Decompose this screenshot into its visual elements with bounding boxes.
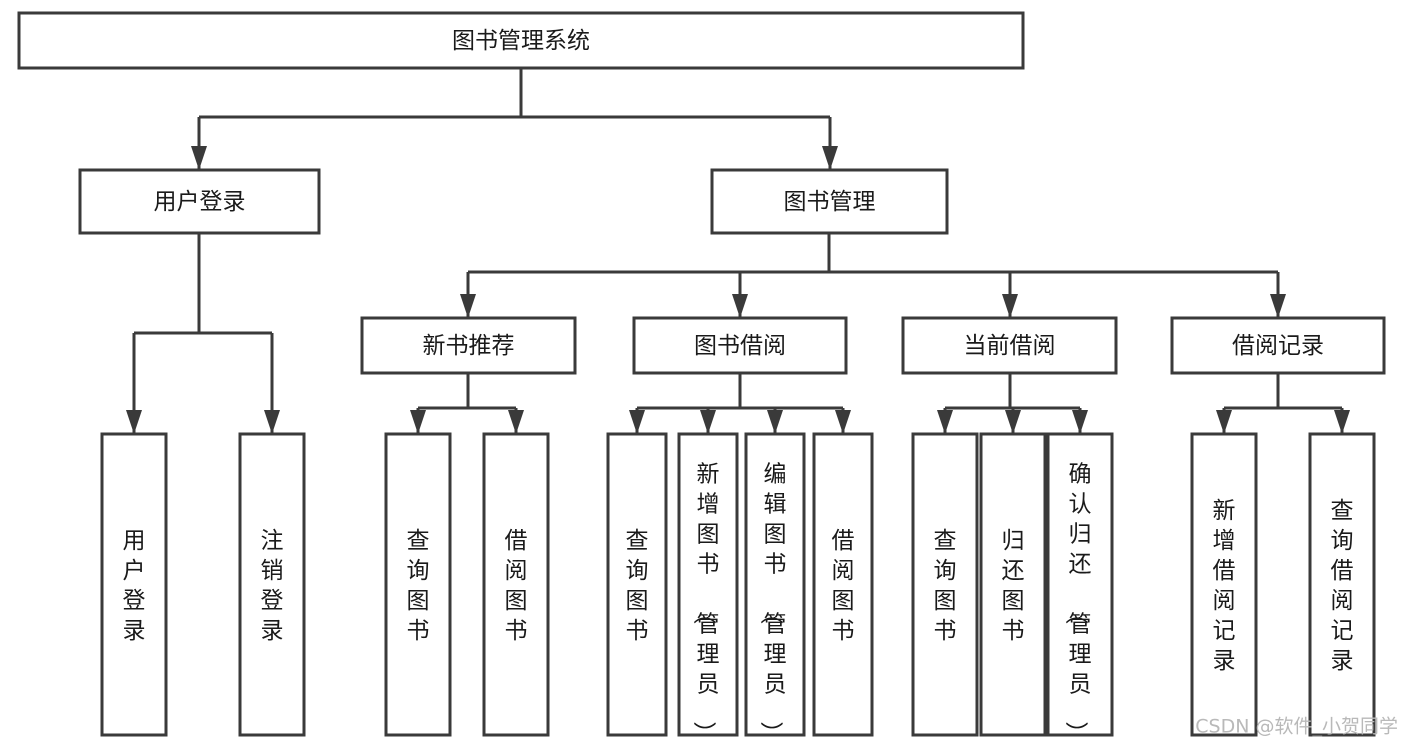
node-box-current-borrow[interactable] <box>901 316 1118 375</box>
node-label-leaf-query-book-1: 查询图书 <box>407 528 430 644</box>
node-leaf-borrow-book-1[interactable]: 借阅图书 <box>482 432 550 737</box>
connector-book-borrow-to-leaves <box>629 373 851 434</box>
node-leaf-edit-book[interactable]: 编辑图书（管理员） <box>744 432 806 744</box>
connector-current-borrow-to-leaves <box>937 373 1088 434</box>
node-label-leaf-borrow-book-1: 借阅图书 <box>505 528 528 644</box>
connector-arrow-icon <box>822 146 838 170</box>
connector-arrow-icon <box>1270 294 1286 318</box>
connector-user-login-to-leaves <box>126 233 280 434</box>
node-box-leaf-borrow-book-1[interactable] <box>482 432 550 737</box>
node-box-leaf-add-book[interactable] <box>677 432 739 737</box>
connector-new-book-to-leaves <box>410 373 524 434</box>
node-leaf-user-login[interactable]: 用户登录 <box>100 432 168 737</box>
node-leaf-return-book[interactable]: 归还图书 <box>979 432 1047 737</box>
connector-arrow-icon <box>460 294 476 318</box>
node-leaf-confirm-return[interactable]: 确认归还（管理员） <box>1046 432 1114 744</box>
connector-arrow-icon <box>732 294 748 318</box>
node-box-leaf-return-book[interactable] <box>979 432 1047 737</box>
connector-arrow-icon <box>508 410 524 434</box>
node-leaf-borrow-book-2[interactable]: 借阅图书 <box>812 432 874 737</box>
node-label-borrow-record: 借阅记录 <box>1232 333 1324 359</box>
connector-arrow-icon <box>1005 410 1021 434</box>
node-leaf-logout[interactable]: 注销登录 <box>238 432 306 737</box>
node-box-leaf-logout[interactable] <box>238 432 306 737</box>
node-label-current-borrow: 当前借阅 <box>964 333 1056 359</box>
node-label-new-book-recommend: 新书推荐 <box>423 333 515 359</box>
node-label-book-borrow: 图书借阅 <box>694 333 786 359</box>
node-box-book-borrow[interactable] <box>632 316 848 375</box>
connector-root-to-level1 <box>191 68 838 170</box>
node-leaf-query-book-1[interactable]: 查询图书 <box>384 432 452 737</box>
connector-arrow-icon <box>700 410 716 434</box>
node-borrow-record[interactable]: 借阅记录 <box>1170 316 1386 375</box>
connector-arrow-icon <box>767 410 783 434</box>
node-label-leaf-edit-book: 编辑图书（管理员） <box>758 461 787 744</box>
node-label-leaf-confirm-return: 确认归还（管理员） <box>1063 461 1092 744</box>
node-leaf-add-record[interactable]: 新增借阅记录 <box>1190 432 1258 737</box>
node-box-leaf-edit-book[interactable] <box>744 432 806 737</box>
connector-borrow-record-to-leaves <box>1216 373 1350 434</box>
node-label-leaf-add-book: 新增图书（管理员） <box>691 461 720 744</box>
connector-arrow-icon <box>191 146 207 170</box>
connector-arrow-icon <box>629 410 645 434</box>
node-label-leaf-logout: 注销登录 <box>261 528 284 644</box>
node-label-leaf-return-book: 归还图书 <box>1002 528 1025 644</box>
node-box-leaf-query-book-1[interactable] <box>384 432 452 737</box>
node-current-borrow[interactable]: 当前借阅 <box>901 316 1118 375</box>
node-label-leaf-query-record: 查询借阅记录 <box>1331 498 1354 674</box>
connector-arrow-icon <box>1002 294 1018 318</box>
connector-arrow-icon <box>1072 410 1088 434</box>
node-root[interactable]: 图书管理系统 <box>17 11 1025 70</box>
node-label-root: 图书管理系统 <box>452 28 590 54</box>
node-new-book-recommend[interactable]: 新书推荐 <box>360 316 577 375</box>
node-box-leaf-query-book-3[interactable] <box>911 432 979 737</box>
csdn-watermark: CSDN @软件_小贺同学 <box>1195 716 1398 738</box>
connectors-layer <box>126 68 1350 434</box>
node-box-leaf-user-login[interactable] <box>100 432 168 737</box>
connector-arrow-icon <box>835 410 851 434</box>
node-label-book-manage: 图书管理 <box>784 189 876 215</box>
node-box-leaf-borrow-book-2[interactable] <box>812 432 874 737</box>
node-label-leaf-query-book-2: 查询图书 <box>626 528 649 644</box>
node-label-leaf-borrow-book-2: 借阅图书 <box>832 528 855 644</box>
connector-book-manage-to-level2 <box>460 233 1286 318</box>
node-box-leaf-query-record[interactable] <box>1308 432 1376 737</box>
connector-arrow-icon <box>264 410 280 434</box>
connector-arrow-icon <box>126 410 142 434</box>
node-box-borrow-record[interactable] <box>1170 316 1386 375</box>
connector-arrow-icon <box>410 410 426 434</box>
connector-arrow-icon <box>937 410 953 434</box>
node-leaf-add-book[interactable]: 新增图书（管理员） <box>677 432 739 744</box>
nodes-layer: 图书管理系统用户登录图书管理新书推荐图书借阅当前借阅借阅记录用户登录注销登录查询… <box>17 11 1386 744</box>
node-label-user-login: 用户登录 <box>154 189 246 215</box>
node-box-root[interactable] <box>17 11 1025 70</box>
node-user-login[interactable]: 用户登录 <box>78 168 321 235</box>
node-box-leaf-query-book-2[interactable] <box>606 432 668 737</box>
connector-arrow-icon <box>1216 410 1232 434</box>
node-box-book-manage[interactable] <box>710 168 949 235</box>
node-box-user-login[interactable] <box>78 168 321 235</box>
node-label-leaf-user-login: 用户登录 <box>123 528 146 644</box>
connector-arrow-icon <box>1334 410 1350 434</box>
node-box-leaf-add-record[interactable] <box>1190 432 1258 737</box>
node-leaf-query-record[interactable]: 查询借阅记录 <box>1308 432 1376 737</box>
node-leaf-query-book-3[interactable]: 查询图书 <box>911 432 979 737</box>
node-box-new-book-recommend[interactable] <box>360 316 577 375</box>
node-book-manage[interactable]: 图书管理 <box>710 168 949 235</box>
node-box-leaf-confirm-return[interactable] <box>1046 432 1114 737</box>
node-leaf-query-book-2[interactable]: 查询图书 <box>606 432 668 737</box>
node-book-borrow[interactable]: 图书借阅 <box>632 316 848 375</box>
node-label-leaf-add-record: 新增借阅记录 <box>1213 498 1236 674</box>
node-label-leaf-query-book-3: 查询图书 <box>934 528 957 644</box>
